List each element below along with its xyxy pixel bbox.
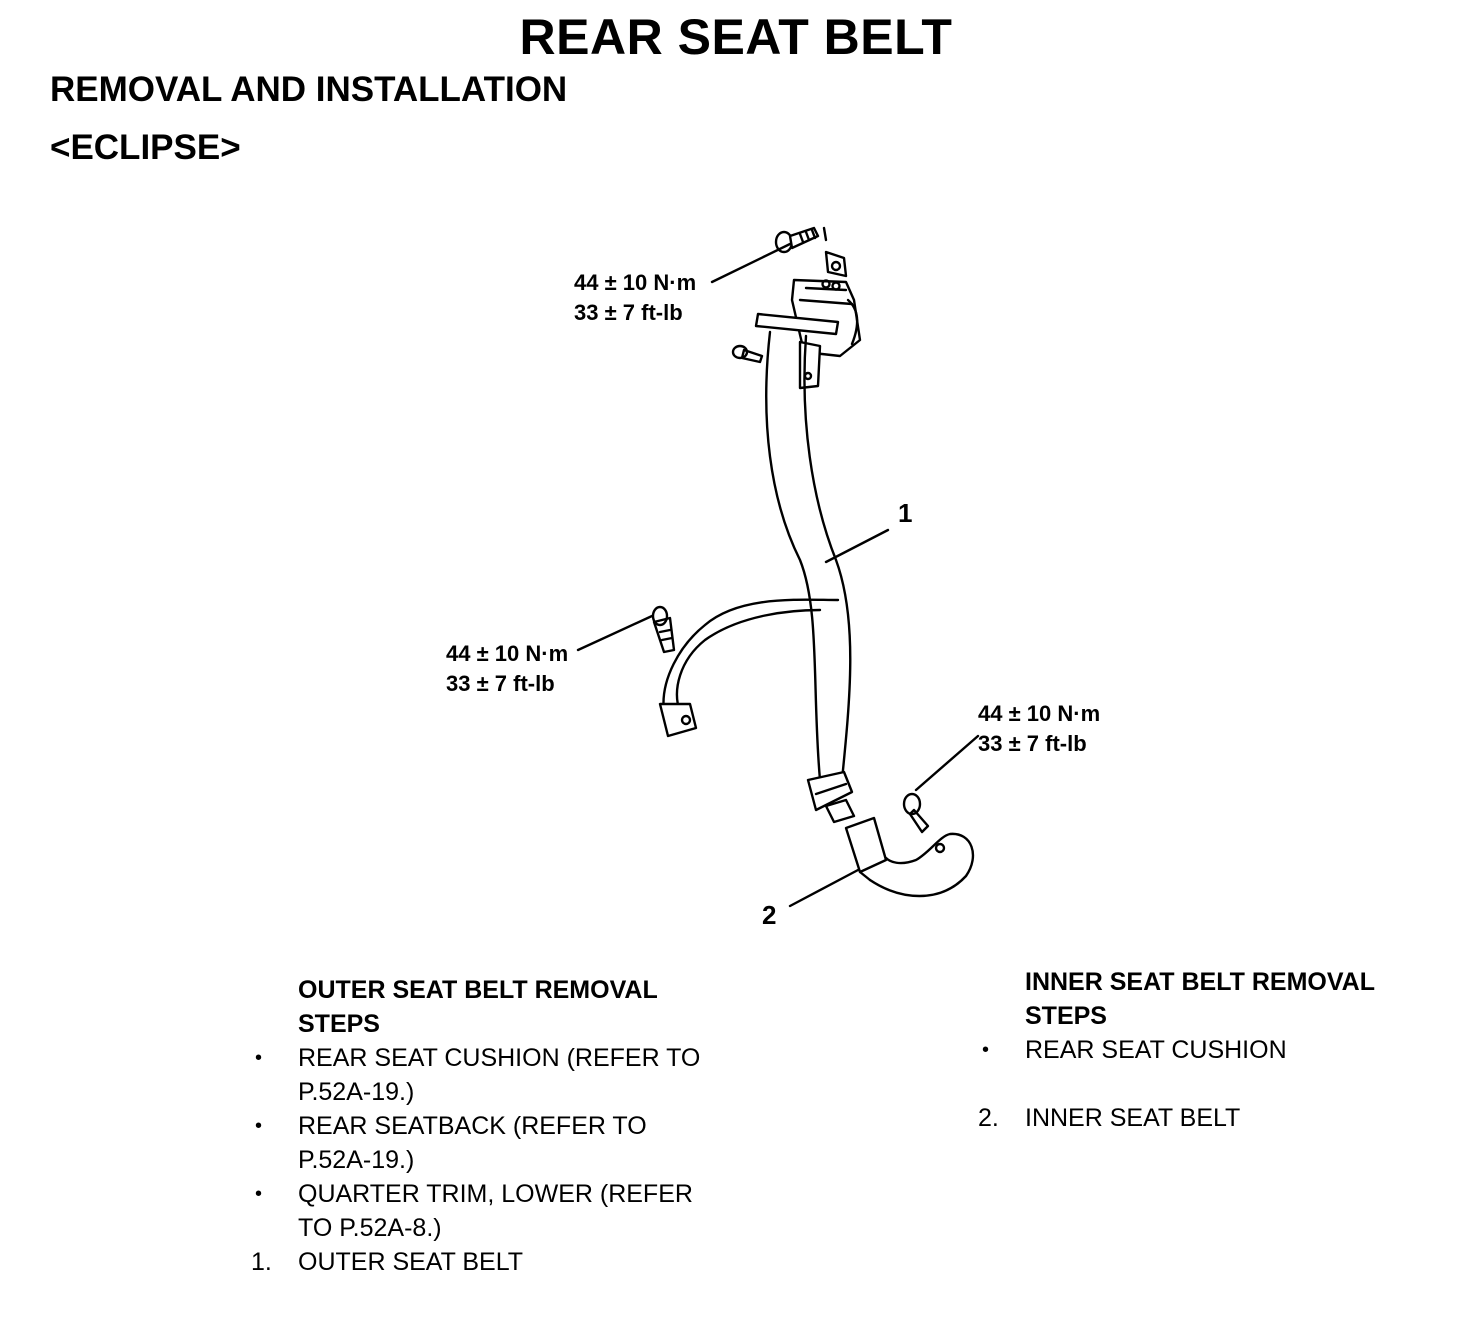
- torque-ftlb: 33 ± 7 ft-lb: [978, 731, 1087, 756]
- bullet-icon: •: [255, 1183, 263, 1205]
- retractor-icon: [754, 250, 862, 390]
- torque-nm: 44 ± 10 N·m: [574, 270, 697, 295]
- inner-steps-heading-line2: STEPS: [1025, 1002, 1107, 1030]
- seat-belt-diagram: [576, 226, 980, 908]
- inner-steps-heading-line1: INNER SEAT BELT REMOVAL: [1025, 968, 1375, 996]
- list-item: • REAR SEAT CUSHION: [978, 1033, 1428, 1067]
- bullet-icon: •: [255, 1115, 263, 1137]
- lower-bolt-icon: [651, 605, 676, 654]
- list-item: • QUARTER TRIM, LOWER (REFER TO P.52A-8.): [251, 1177, 791, 1245]
- outer-steps-heading-line1: OUTER SEAT BELT REMOVAL: [298, 976, 658, 1004]
- list-item: • REAR SEATBACK (REFER TO P.52A-19.): [251, 1109, 791, 1177]
- callout-2: 2: [762, 900, 777, 930]
- section-subtitle: REMOVAL AND INSTALLATION: [50, 70, 568, 109]
- outer-removal-steps: OUTER SEAT BELT REMOVAL STEPS • REAR SEA…: [251, 973, 791, 1279]
- inner-seat-belt-buckle: [844, 816, 975, 898]
- step-text: P.52A-19.): [298, 1078, 415, 1106]
- step-text: QUARTER TRIM, LOWER (REFER: [298, 1180, 693, 1208]
- step-text: TO P.52A-8.): [298, 1214, 442, 1242]
- torque-label-upper: 44 ± 10 N·m 33 ± 7 ft-lb: [574, 268, 696, 328]
- step-number: 1.: [251, 1248, 272, 1276]
- step-number: 2.: [978, 1104, 999, 1132]
- list-item: 1. OUTER SEAT BELT: [251, 1245, 791, 1279]
- callout-1: 1: [898, 498, 913, 528]
- list-item: • REAR SEAT CUSHION (REFER TO P.52A-19.): [251, 1041, 791, 1109]
- page-title: REAR SEAT BELT: [519, 9, 953, 65]
- upper-bolt-icon: [774, 226, 828, 254]
- bullet-icon: •: [255, 1047, 263, 1069]
- list-item: 2. INNER SEAT BELT: [978, 1101, 1428, 1135]
- step-text: INNER SEAT BELT: [1025, 1104, 1241, 1132]
- step-text: OUTER SEAT BELT: [298, 1248, 524, 1276]
- outer-steps-heading-line2: STEPS: [298, 1010, 380, 1038]
- outer-belt-webbing: [658, 330, 856, 824]
- inner-removal-steps: INNER SEAT BELT REMOVAL STEPS • REAR SEA…: [978, 965, 1428, 1135]
- step-text: REAR SEATBACK (REFER TO: [298, 1112, 647, 1140]
- torque-ftlb: 33 ± 7 ft-lb: [574, 300, 683, 325]
- step-text: REAR SEAT CUSHION: [1025, 1036, 1287, 1064]
- torque-nm: 44 ± 10 N·m: [978, 701, 1101, 726]
- screw-icon: [731, 344, 764, 364]
- torque-label-lower: 44 ± 10 N·m 33 ± 7 ft-lb: [446, 639, 568, 699]
- torque-ftlb: 33 ± 7 ft-lb: [446, 671, 555, 696]
- step-text: REAR SEAT CUSHION (REFER TO: [298, 1044, 701, 1072]
- buckle-bolt-icon: [902, 792, 930, 834]
- step-text: P.52A-19.): [298, 1146, 415, 1174]
- torque-label-buckle: 44 ± 10 N·m 33 ± 7 ft-lb: [978, 699, 1100, 759]
- torque-nm: 44 ± 10 N·m: [446, 641, 569, 666]
- model-label: <ECLIPSE>: [50, 128, 241, 167]
- bullet-icon: •: [982, 1039, 990, 1061]
